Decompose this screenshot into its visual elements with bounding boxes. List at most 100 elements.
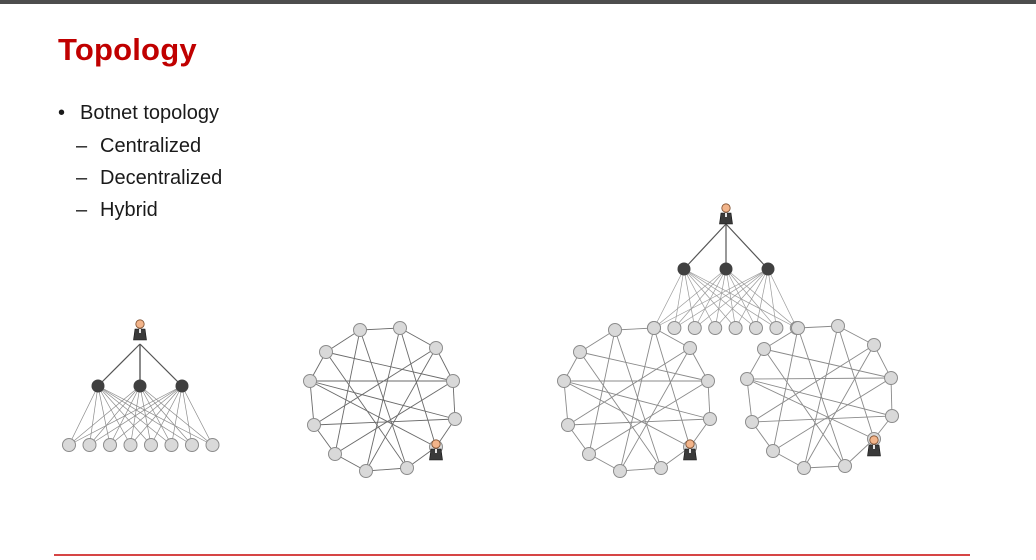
bot-node (687, 321, 702, 335)
bullet-text: Botnet topology (80, 102, 219, 124)
bot-node (885, 409, 899, 423)
edge (683, 268, 797, 329)
bot-node (205, 438, 220, 452)
bot-node (561, 418, 575, 432)
edge (567, 418, 711, 426)
edge (746, 377, 892, 380)
edge (68, 385, 99, 446)
bot-node (797, 461, 811, 475)
bot-node (647, 321, 661, 335)
bot-node (62, 438, 76, 452)
edge (803, 344, 875, 469)
edge (579, 351, 709, 382)
bot-node (769, 321, 784, 335)
bot-node (745, 415, 759, 429)
edge (309, 380, 437, 448)
edge (97, 343, 141, 387)
hybrid-edges (563, 223, 893, 472)
edge (399, 327, 437, 448)
sub-bullet-decentralized: Decentralized (76, 162, 222, 194)
centralized-nodes (62, 379, 220, 452)
edge (325, 351, 454, 382)
sub-bullet-group: Centralized Decentralized Hybrid (58, 130, 222, 226)
edge (683, 268, 757, 329)
edge (767, 268, 777, 329)
edge (567, 347, 691, 426)
bot-node (667, 321, 682, 335)
edge (725, 268, 777, 329)
edge (614, 329, 662, 469)
bot-node (557, 374, 571, 388)
bot-node (654, 461, 668, 475)
bot-node (831, 319, 845, 333)
edge (746, 378, 893, 417)
edge (674, 268, 769, 329)
bot-node (307, 418, 321, 432)
edge (309, 380, 315, 426)
edge (89, 385, 141, 446)
edge (97, 385, 213, 446)
server-node (677, 262, 691, 276)
edge (683, 268, 696, 329)
edge (97, 385, 193, 446)
edge (619, 347, 691, 472)
bullet-botnet-topology: Botnet topology (58, 98, 222, 128)
server-node (133, 379, 147, 393)
edge (313, 418, 456, 426)
edge (725, 268, 798, 329)
bot-node (608, 323, 622, 337)
bot-node (703, 412, 717, 426)
edge (109, 385, 183, 446)
bot-node (683, 341, 697, 355)
server-node (719, 262, 733, 276)
bot-node (144, 438, 158, 452)
edge (563, 380, 691, 448)
bot-node (303, 374, 317, 388)
top-bar (0, 0, 1036, 4)
edge (171, 385, 183, 446)
bot-node (328, 447, 342, 461)
edge (365, 327, 401, 472)
edge (97, 385, 131, 446)
edge (653, 268, 769, 329)
hybrid-diagram (557, 203, 899, 478)
centralized-edges (68, 343, 213, 446)
edge (68, 385, 141, 446)
edge (767, 268, 798, 329)
bot-node (867, 338, 881, 352)
edge (772, 377, 892, 452)
bot-node (740, 372, 754, 386)
edge (803, 325, 839, 469)
edge (683, 268, 736, 329)
server-node (91, 379, 105, 393)
edge (130, 385, 183, 446)
decentralized-diagram (303, 321, 462, 478)
edge (683, 268, 716, 329)
edge (588, 380, 709, 455)
bot-node (766, 444, 780, 458)
edge (763, 348, 846, 467)
edge (97, 385, 172, 446)
edge (139, 385, 213, 446)
bot-node (359, 464, 373, 478)
edge (150, 385, 183, 446)
bot-node (185, 438, 199, 452)
edge (563, 380, 569, 426)
edge (313, 347, 437, 426)
edge (725, 223, 769, 270)
bot-node (400, 461, 414, 475)
bot-node (448, 412, 462, 426)
edge (725, 268, 757, 329)
server-node (175, 379, 189, 393)
bot-node (582, 447, 596, 461)
edge (746, 378, 875, 440)
edge (725, 268, 736, 329)
hybrid-nodes (557, 262, 899, 478)
edge (653, 327, 691, 448)
edge (751, 344, 875, 423)
edge (674, 268, 727, 329)
edge (334, 329, 361, 455)
edge (797, 327, 846, 467)
edge (181, 385, 193, 446)
bot-node (728, 321, 743, 335)
